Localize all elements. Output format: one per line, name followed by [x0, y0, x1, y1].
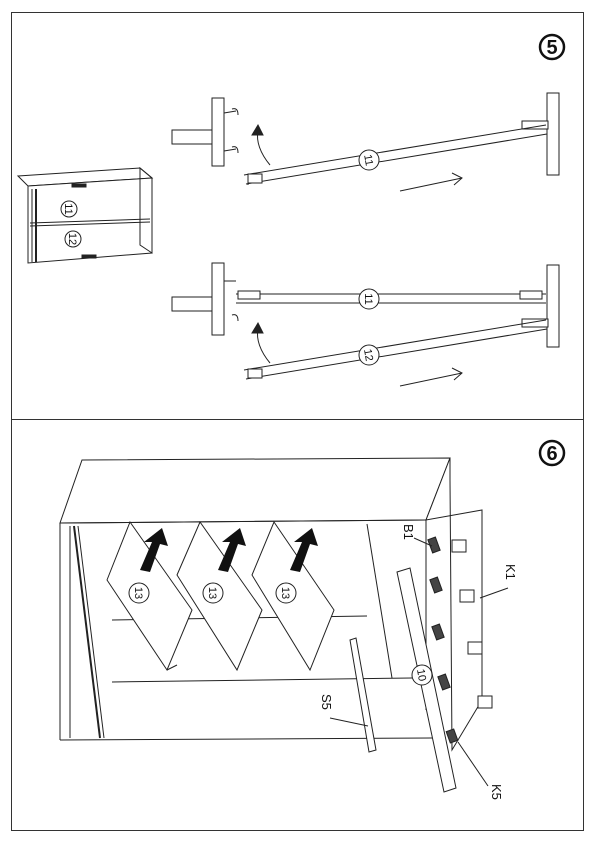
- svg-text:B1: B1: [401, 524, 416, 540]
- callout-b1: B1: [401, 524, 433, 547]
- shelf-label-1: 13: [128, 582, 150, 604]
- hardware-set: [427, 536, 493, 744]
- shelf-label-2: 13: [202, 582, 224, 604]
- cabinet-overview: [16, 166, 154, 264]
- svg-text:K5: K5: [489, 784, 504, 800]
- step-5-badge: 5: [538, 33, 566, 61]
- lower-rail-label: 12: [358, 344, 380, 366]
- svg-text:11: 11: [62, 203, 74, 214]
- upper-rail-label: 11: [358, 149, 380, 171]
- step-5-number: 5: [546, 37, 557, 59]
- step-5-diagram: 5 11 12: [16, 33, 566, 387]
- step-6-panel: 6: [11, 420, 584, 831]
- svg-text:13: 13: [279, 587, 291, 599]
- step-6-number: 6: [546, 443, 557, 465]
- svg-text:12: 12: [361, 348, 375, 362]
- shelf-1: [106, 520, 193, 672]
- rail-10-label: 10: [411, 664, 433, 686]
- svg-text:S5: S5: [319, 694, 334, 710]
- callout-s5: S5: [319, 694, 369, 727]
- s5-rod: [349, 637, 377, 753]
- shelf-arrows: [140, 528, 318, 572]
- step-6-diagram: 6: [59, 439, 566, 800]
- lower-rail-detail: [171, 262, 560, 387]
- cabinet-part-label-11: 11: [60, 200, 78, 218]
- step-6-badge: 6: [538, 439, 566, 467]
- upper-rail-detail: [171, 92, 560, 192]
- svg-text:10: 10: [414, 668, 428, 682]
- svg-text:11: 11: [361, 154, 375, 167]
- shelf-label-3: 13: [275, 582, 297, 604]
- cabinet-part-label-12: 12: [64, 230, 82, 248]
- svg-text:12: 12: [66, 233, 78, 245]
- svg-text:13: 13: [132, 587, 144, 599]
- step-5-panel: 5 11 12: [11, 12, 584, 420]
- callout-k5: K5: [457, 741, 504, 800]
- svg-text:K1: K1: [503, 564, 518, 580]
- svg-text:13: 13: [206, 587, 218, 599]
- svg-text:11: 11: [362, 293, 374, 304]
- installed-rail-label: 11: [358, 288, 380, 310]
- callout-k1: K1: [479, 564, 518, 599]
